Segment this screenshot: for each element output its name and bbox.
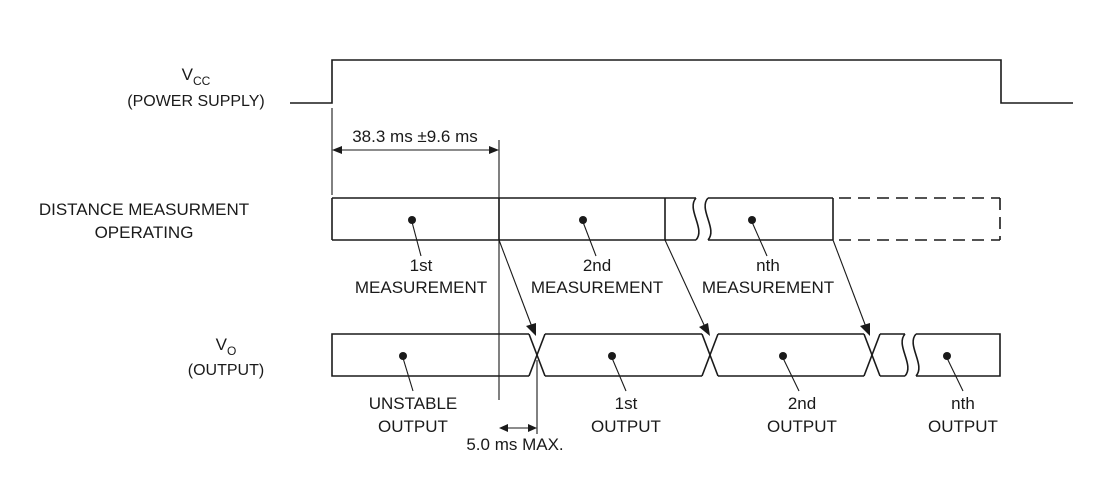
vo-label: VO <box>216 335 237 358</box>
output-leader-unstable <box>402 357 414 392</box>
output-dot-unstable <box>399 352 407 360</box>
output-n-l1: nth <box>951 394 975 413</box>
arrow-head-1 <box>526 323 536 336</box>
output-1-l2: OUTPUT <box>591 417 661 436</box>
measurement-n-text: MEASUREMENT <box>702 278 834 297</box>
arrow-line-2 <box>664 239 706 328</box>
measurement-dot-1 <box>408 216 416 224</box>
measurement-dot-2 <box>579 216 587 224</box>
measurement-leader-n <box>751 221 768 257</box>
measurement-n-num: nth <box>756 256 780 275</box>
output-dot-1 <box>608 352 616 360</box>
output-unstable-l2: OUTPUT <box>378 417 448 436</box>
distance-label-line2: OPERATING <box>95 223 194 242</box>
startup-time-label: 38.3 ms ±9.6 ms <box>352 127 478 146</box>
measurement-row <box>331 197 1001 241</box>
output-dot-2 <box>779 352 787 360</box>
arrow-line-1 <box>498 239 533 328</box>
output-2-l1: 2nd <box>788 394 816 413</box>
vo-desc: (OUTPUT) <box>188 362 264 379</box>
measurement-leader-1 <box>411 221 422 257</box>
measurement-2-text: MEASUREMENT <box>531 278 663 297</box>
measurement-leader-2 <box>582 221 597 257</box>
measurement-dot-n <box>748 216 756 224</box>
measurement-2-num: 2nd <box>583 256 611 275</box>
vcc-label: VCC <box>182 65 211 88</box>
output-delay-label: 5.0 ms MAX. <box>466 435 563 454</box>
output-dot-n <box>943 352 951 360</box>
arrow-line-n <box>832 239 867 328</box>
measurement-1-text: MEASUREMENT <box>355 278 487 297</box>
output-leader-n <box>946 357 964 392</box>
output-unstable-l1: UNSTABLE <box>369 394 458 413</box>
vcc-waveform <box>290 59 1073 104</box>
output-n-l2: OUTPUT <box>928 417 998 436</box>
measurement-1-num: 1st <box>410 256 433 275</box>
delay-arrow-left <box>499 424 508 432</box>
startup-arrow-left <box>332 146 342 154</box>
output-1-l1: 1st <box>615 394 638 413</box>
arrow-head-n <box>860 323 870 336</box>
output-2-l2: OUTPUT <box>767 417 837 436</box>
delay-arrow-right <box>528 424 537 432</box>
vcc-desc: (POWER SUPPLY) <box>127 93 265 110</box>
output-leader-2 <box>782 357 800 392</box>
arrow-head-2 <box>699 323 710 336</box>
distance-label-line1: DISTANCE MEASURMENT <box>39 200 249 219</box>
startup-arrow-right <box>489 146 499 154</box>
output-leader-1 <box>611 357 627 392</box>
output-row <box>331 333 1001 377</box>
